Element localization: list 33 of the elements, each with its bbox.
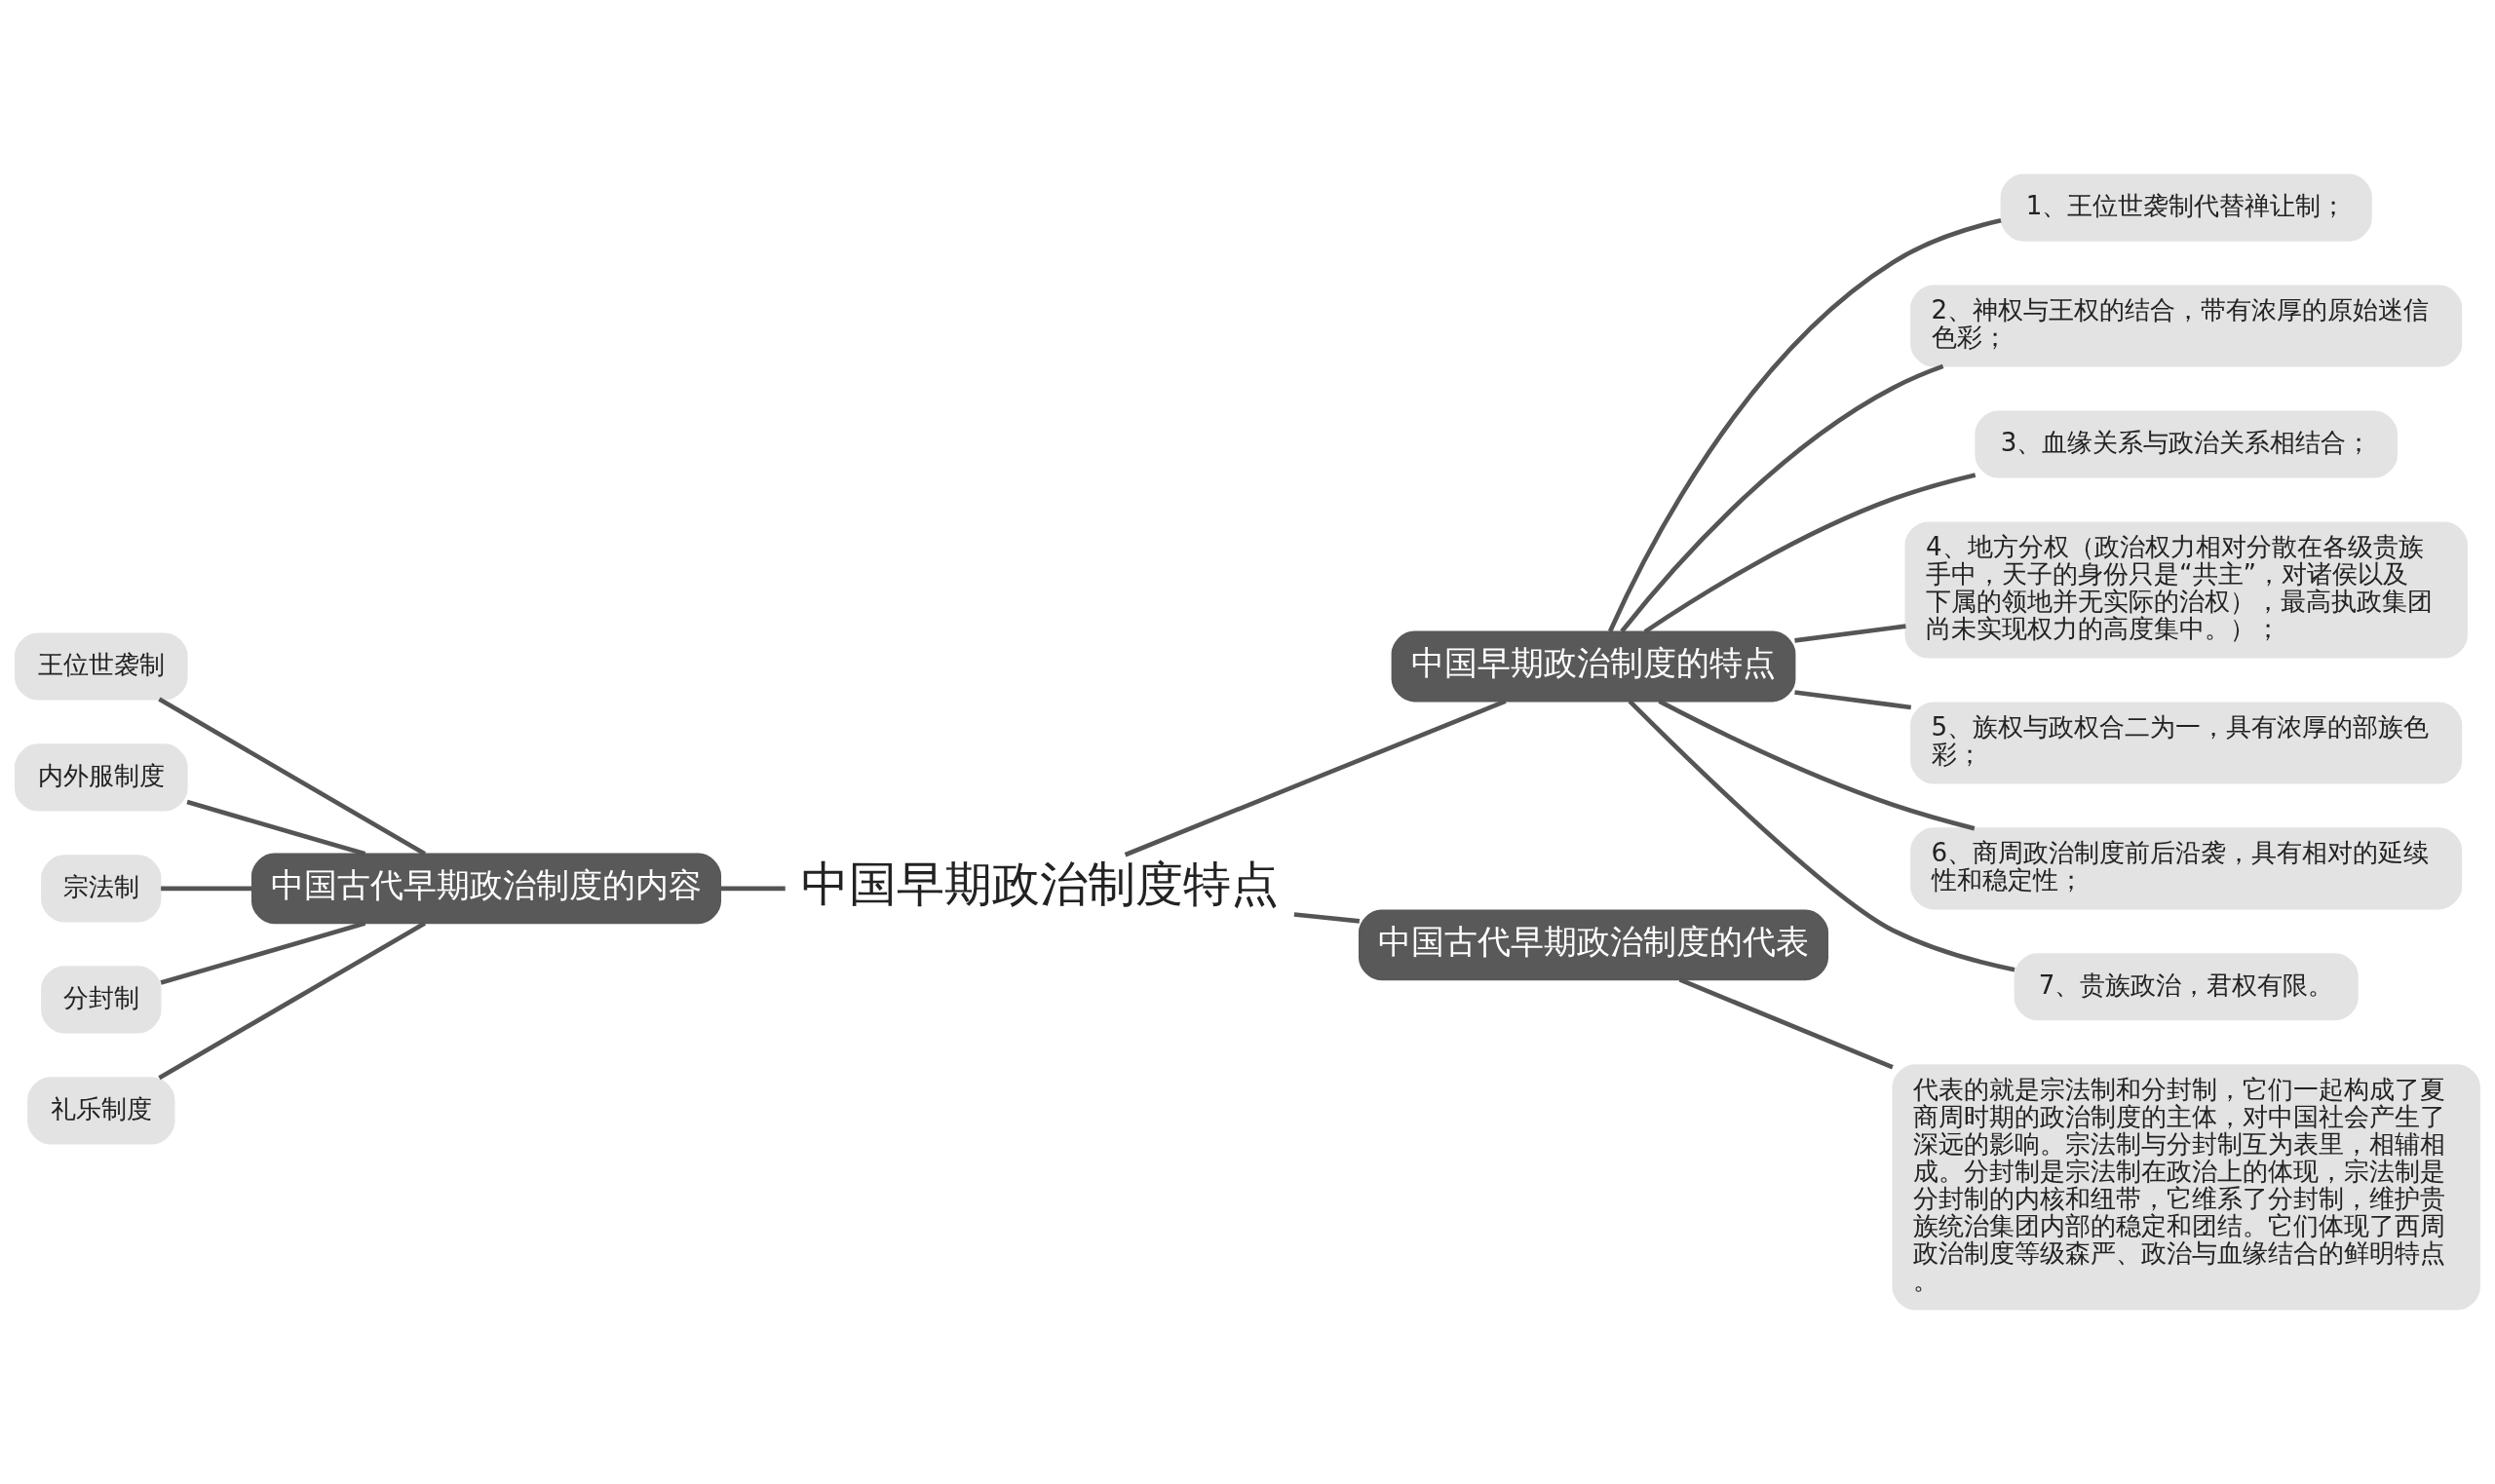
connector [1794,624,1906,643]
node-box: 王位世袭制 [15,632,188,701]
connector [1678,977,1894,1070]
node-box: 4、地方分权（政治权力相对分散在各级贵族手中，天子的身份只是“共主”，对诸侯以及下属的领地并无实际的治权），最高执政集团尚未实现权力的高度集中。）； [1904,521,2468,659]
node-box: 1、王位世袭制代替禅让制； [2000,173,2372,242]
node-text: 中国早期政治制度特点 [801,856,1279,911]
node-box: 中国早期政治制度的特点 [1391,630,1796,703]
connector [1794,690,1912,710]
node-box: 礼乐制度 [27,1077,175,1145]
node-box: 宗法制 [41,855,162,923]
node-box: 分封制 [41,966,162,1034]
node-box: 内外服制度 [15,743,188,812]
connector [1124,699,1507,857]
connector [1628,699,2015,972]
connector [158,921,427,1081]
connector [1643,473,1977,634]
node-box: 中国古代早期政治制度的内容 [250,853,721,925]
connector [1658,699,1976,831]
connector [186,799,366,856]
node-box: 5、族权与政权合二为一，具有浓厚的部族色彩； [1910,702,2463,784]
node-box: 6、商周政治制度前后沿袭，具有相对的延续性和稳定性； [1910,827,2463,910]
node-box: 2、神权与王权的结合，带有浓厚的原始迷信色彩； [1910,285,2463,367]
connector [160,921,366,985]
node-box: 代表的就是宗法制和分封制，它们一起构成了夏商周时期的政治制度的主体，对中国社会产生了深远的影响。宗法制与分封制互为表里，相辅相成。分封制是宗法制在政治上的体现，宗法制是分封制的内核和纽带，它维系了分封制，维护贵族统治集团内部的稳定和团结。它们体现了西周政治制度等级森严、政治与血缘结合的鲜明特点。 [1892,1064,2480,1311]
node-box: 3、血缘关系与政治关系相结合； [1975,410,2398,478]
node-box: 7、贵族政治，君权有限。 [2014,953,2359,1021]
connector [720,886,786,892]
connector [1607,218,2002,632]
connector [1293,912,1361,924]
connector [158,697,427,856]
connector [1620,363,1944,633]
connector [161,886,252,892]
node-box: 中国古代早期政治制度的代表 [1358,909,1829,981]
